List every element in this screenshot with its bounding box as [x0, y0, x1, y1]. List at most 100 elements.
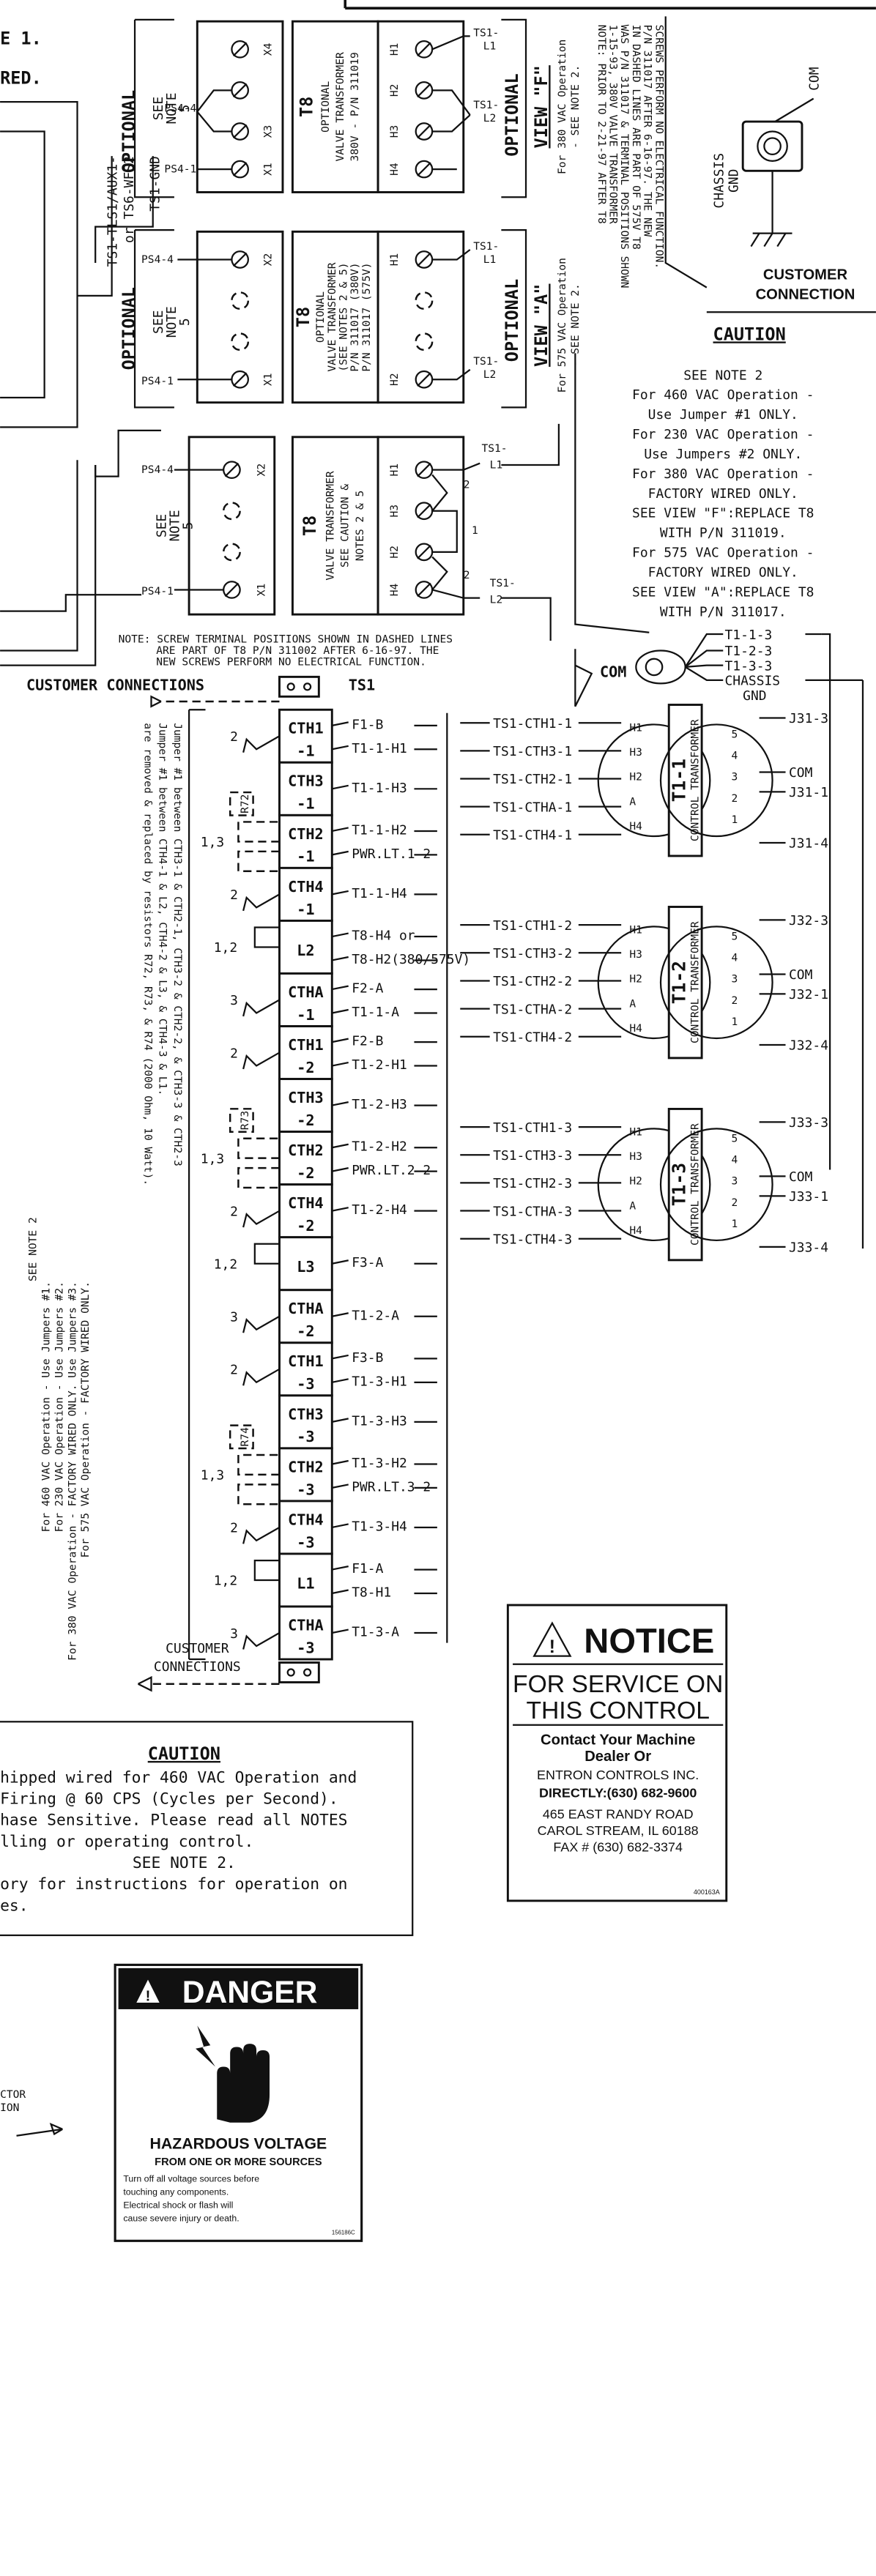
ct-sub: CONTROL TRANSFORMER	[689, 921, 702, 1043]
danger-label: ! DANGER HAZARDOUS VOLTAGE FROM ONE OR M…	[114, 1963, 363, 2242]
svg-text:Contact Your Machine: Contact Your Machine	[541, 1732, 695, 1749]
wire-label: PWR.LT.3-2	[352, 1479, 431, 1494]
ct-winding-label: H4	[629, 1224, 642, 1237]
connector-fragment: CTOR ION	[0, 2088, 63, 2137]
view-f-title: VIEW "F"	[531, 65, 552, 148]
terminal-sub: -3	[297, 1533, 314, 1551]
resistor-box	[229, 1424, 254, 1450]
svg-text:Use Jumper #1 ONLY.: Use Jumper #1 ONLY.	[648, 407, 798, 422]
terminal-sub: -2	[297, 1112, 314, 1129]
svg-text:TS1-: TS1-	[473, 355, 499, 368]
svg-text:For 575 VAC Operation: For 575 VAC Operation	[556, 258, 568, 392]
terminal-cell	[278, 1394, 333, 1450]
svg-text:NEW SCREWS PERFORM NO ELECTRIC: NEW SCREWS PERFORM NO ELECTRICAL FUNCTIO…	[156, 656, 426, 669]
resistor-label: R73	[239, 1111, 251, 1130]
ct-pin-label: 1	[731, 814, 738, 826]
svg-text:5: 5	[177, 105, 193, 113]
ct-input-label: TS1-CTH1-1	[493, 716, 572, 732]
svg-text:H1: H1	[388, 253, 401, 267]
ground-lug	[741, 120, 803, 172]
svg-text:T8: T8	[300, 515, 320, 536]
svg-text:For 230 VAC Operation - Use Ju: For 230 VAC Operation - Use Jumpers #2.	[53, 1281, 65, 1532]
svg-text:X2: X2	[255, 464, 267, 477]
wire-label: F2-A	[352, 981, 383, 997]
wire-lead	[332, 985, 349, 991]
screw-note: NOTE: SCREW TERMINAL POSITIONS SHOWN IN …	[119, 633, 453, 668]
optional-label-mid-left: OPTIONAL	[119, 287, 139, 370]
jumper-mark	[242, 735, 281, 753]
svg-text:P/N 311017 AFTER 6-16-97. THE: P/N 311017 AFTER 6-16-97. THE NEW	[642, 25, 654, 237]
ct-winding-label: H2	[629, 1175, 642, 1188]
svg-text:Dealer Or: Dealer Or	[584, 1749, 651, 1765]
ct-input-label: TS1-CTH4-2	[493, 1030, 572, 1045]
t8-main-left-block	[188, 436, 276, 616]
ct-input-label: TS1-CTH4-3	[493, 1232, 572, 1247]
svg-text:GND: GND	[726, 169, 741, 193]
jumper-mark	[242, 1315, 281, 1333]
jumper-mark	[242, 893, 281, 912]
svg-text:P/N 311017 (575V): P/N 311017 (575V)	[360, 262, 373, 371]
screw-terminals	[231, 250, 434, 389]
svg-text:T8: T8	[293, 307, 313, 327]
ct-pin-label: 5	[731, 1132, 738, 1144]
wire-lead	[332, 1565, 349, 1571]
ct-sub: CONTROL TRANSFORMER	[689, 719, 702, 841]
t8-mid-core	[291, 230, 379, 404]
com-right: COM T1-1-3 T1-2-3 T1-3-3 CHASSIS GND	[600, 628, 864, 1249]
wire-label: T1-2-H1	[352, 1057, 407, 1073]
svg-text:NOTES 2 & 5: NOTES 2 & 5	[354, 491, 366, 562]
ts1-strip-footer: CUSTOMER CONNECTIONS	[138, 1641, 320, 1692]
svg-text:NOTE: PRIOR TO 2-21-97 AFTER T: NOTE: PRIOR TO 2-21-97 AFTER T8	[595, 25, 608, 224]
ct-output-label: J33-1	[789, 1189, 828, 1205]
svg-text:Electrical shock or flash will: Electrical shock or flash will	[123, 2200, 233, 2210]
svg-text:PS4-4: PS4-4	[141, 464, 174, 476]
jumper-label: 1,2	[214, 940, 237, 956]
jumper-mark	[253, 1559, 280, 1582]
bottom-caution-border	[0, 1721, 414, 1937]
svg-text:P/N 311017 (380V): P/N 311017 (380V)	[349, 262, 361, 371]
view-labels: VIEW "F" For 380 VAC Operation - SEE NOT…	[531, 25, 665, 393]
terminal-label: L2	[297, 942, 314, 959]
wire-label: T8-H2(380/575V)	[352, 952, 470, 967]
terminal-sub: -1	[297, 901, 314, 918]
customer-connections-top: CUSTOMER CONNECTIONS	[26, 676, 204, 693]
svg-text:2: 2	[464, 569, 470, 581]
ct-output-label: J32-3	[789, 913, 828, 928]
svg-text:NOTE: NOTE	[164, 92, 179, 124]
svg-text:SEE NOTE 2: SEE NOTE 2	[683, 368, 762, 383]
wire-lead	[332, 1167, 349, 1172]
terminal-label: CTH1	[288, 720, 324, 737]
svg-text:For 575 VAC Operation - FACTOR: For 575 VAC Operation - FACTORY WIRED ON…	[79, 1281, 92, 1557]
wire-lead	[332, 1484, 349, 1489]
jumper-mark	[253, 926, 280, 948]
svg-text:Firing @ 60 CPS (Cycles per Se: Firing @ 60 CPS (Cycles per Second).	[0, 1790, 338, 1808]
resistor-label: R74	[239, 1427, 251, 1447]
ts1-label: TS1	[349, 676, 375, 693]
svg-text:465 EAST RANDY ROAD: 465 EAST RANDY ROAD	[543, 1807, 694, 1822]
wire-lead	[332, 721, 349, 726]
svg-text:TS1-: TS1-	[490, 577, 516, 589]
svg-text:TS1-: TS1-	[473, 240, 499, 253]
bottom-caution: CAUTION hipped wired for 460 VAC Operati…	[0, 1721, 414, 1937]
svg-text:SCREWS PERFORM NO ELECTRICAL F: SCREWS PERFORM NO ELECTRICAL FUNCTION.	[653, 25, 665, 269]
svg-text:ENTRON CONTROLS INC.: ENTRON CONTROLS INC.	[537, 1768, 699, 1782]
ct-pin-label: 4	[731, 952, 738, 964]
header-subtitle: RED.	[0, 67, 42, 88]
terminal-cell	[278, 1552, 333, 1608]
svg-text:PS4-4: PS4-4	[141, 253, 174, 266]
svg-text:Jumper #1 between CTH4-1 & L2,: Jumper #1 between CTH4-1 & L2, CTH4-2 & …	[157, 723, 169, 1095]
optional-label-mid-right: OPTIONAL	[502, 279, 522, 362]
svg-text:FACTORY WIRED ONLY.: FACTORY WIRED ONLY.	[648, 565, 798, 581]
ct-winding-label: H3	[629, 1150, 642, 1163]
terminal-label: CTHA	[288, 983, 324, 1001]
ct-winding-label: A	[629, 795, 636, 808]
svg-text:X4: X4	[261, 42, 274, 56]
svg-text:HAZARDOUS VOLTAGE: HAZARDOUS VOLTAGE	[150, 2135, 327, 2153]
ct-pin-label: 4	[731, 1153, 738, 1166]
ct-pin-label: 2	[731, 994, 738, 1007]
wire-lead	[332, 745, 349, 751]
svg-text:L2: L2	[490, 593, 503, 606]
svg-text:H2: H2	[388, 373, 401, 386]
svg-text:hase Sensitive. Please read al: hase Sensitive. Please read all NOTES	[0, 1812, 347, 1830]
ct-input-label: TS1-CTH2-2	[493, 974, 572, 989]
